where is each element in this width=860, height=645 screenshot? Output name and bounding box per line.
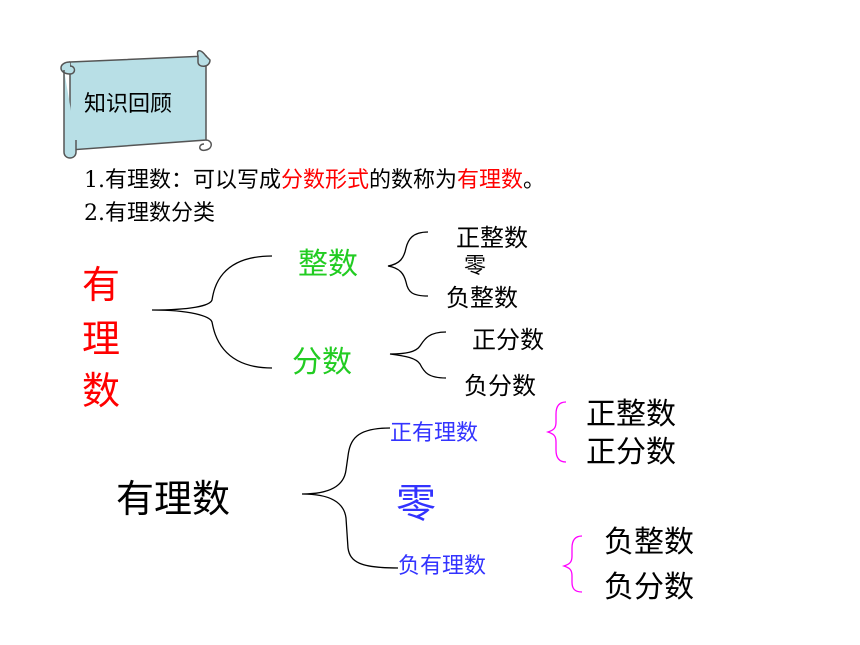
definition-highlight-fraction-form: 分数形式	[281, 168, 370, 193]
scroll-banner-icon	[60, 50, 212, 159]
tree1-root-char-3: 数	[82, 369, 121, 413]
tree2-root: 有理数	[116, 477, 231, 521]
zero-label: 零	[396, 481, 436, 527]
fraction-label: 分数	[292, 345, 352, 380]
banner-title: 知识回顾	[84, 92, 173, 117]
integer-label: 整数	[298, 247, 358, 282]
integer-brace	[387, 231, 429, 297]
fraction-child-negative: 负分数	[464, 372, 536, 400]
tree1-main-bracket	[151, 255, 273, 369]
positive-child-integer: 正整数	[586, 397, 676, 432]
positive-child-fraction: 正分数	[586, 435, 676, 470]
negative-children-brace	[561, 535, 583, 593]
negative-rational-label: 负有理数	[398, 554, 487, 579]
integer-child-positive: 正整数	[456, 224, 528, 252]
negative-child-integer: 负整数	[604, 525, 694, 560]
fraction-child-positive: 正分数	[472, 326, 544, 354]
positive-children-brace	[545, 401, 567, 463]
tree2-main-bracket	[301, 427, 399, 569]
positive-rational-label: 正有理数	[390, 421, 479, 446]
fraction-brace	[389, 331, 447, 379]
integer-child-zero: 零	[464, 254, 487, 279]
integer-child-negative: 负整数	[446, 284, 518, 312]
definition-suffix: 。	[523, 168, 546, 193]
definition-prefix: 1.有理数：可以写成	[84, 168, 281, 193]
tree1-root-char-1: 有	[82, 263, 121, 307]
classification-heading: 2.有理数分类	[84, 201, 215, 226]
definition-middle: 的数称为	[369, 168, 458, 193]
definition-line: 1.有理数：可以写成分数形式的数称为有理数。	[84, 170, 545, 192]
definition-highlight-rational: 有理数	[457, 168, 524, 193]
tree1-root-char-2: 理	[82, 317, 121, 361]
negative-child-fraction: 负分数	[604, 570, 694, 605]
